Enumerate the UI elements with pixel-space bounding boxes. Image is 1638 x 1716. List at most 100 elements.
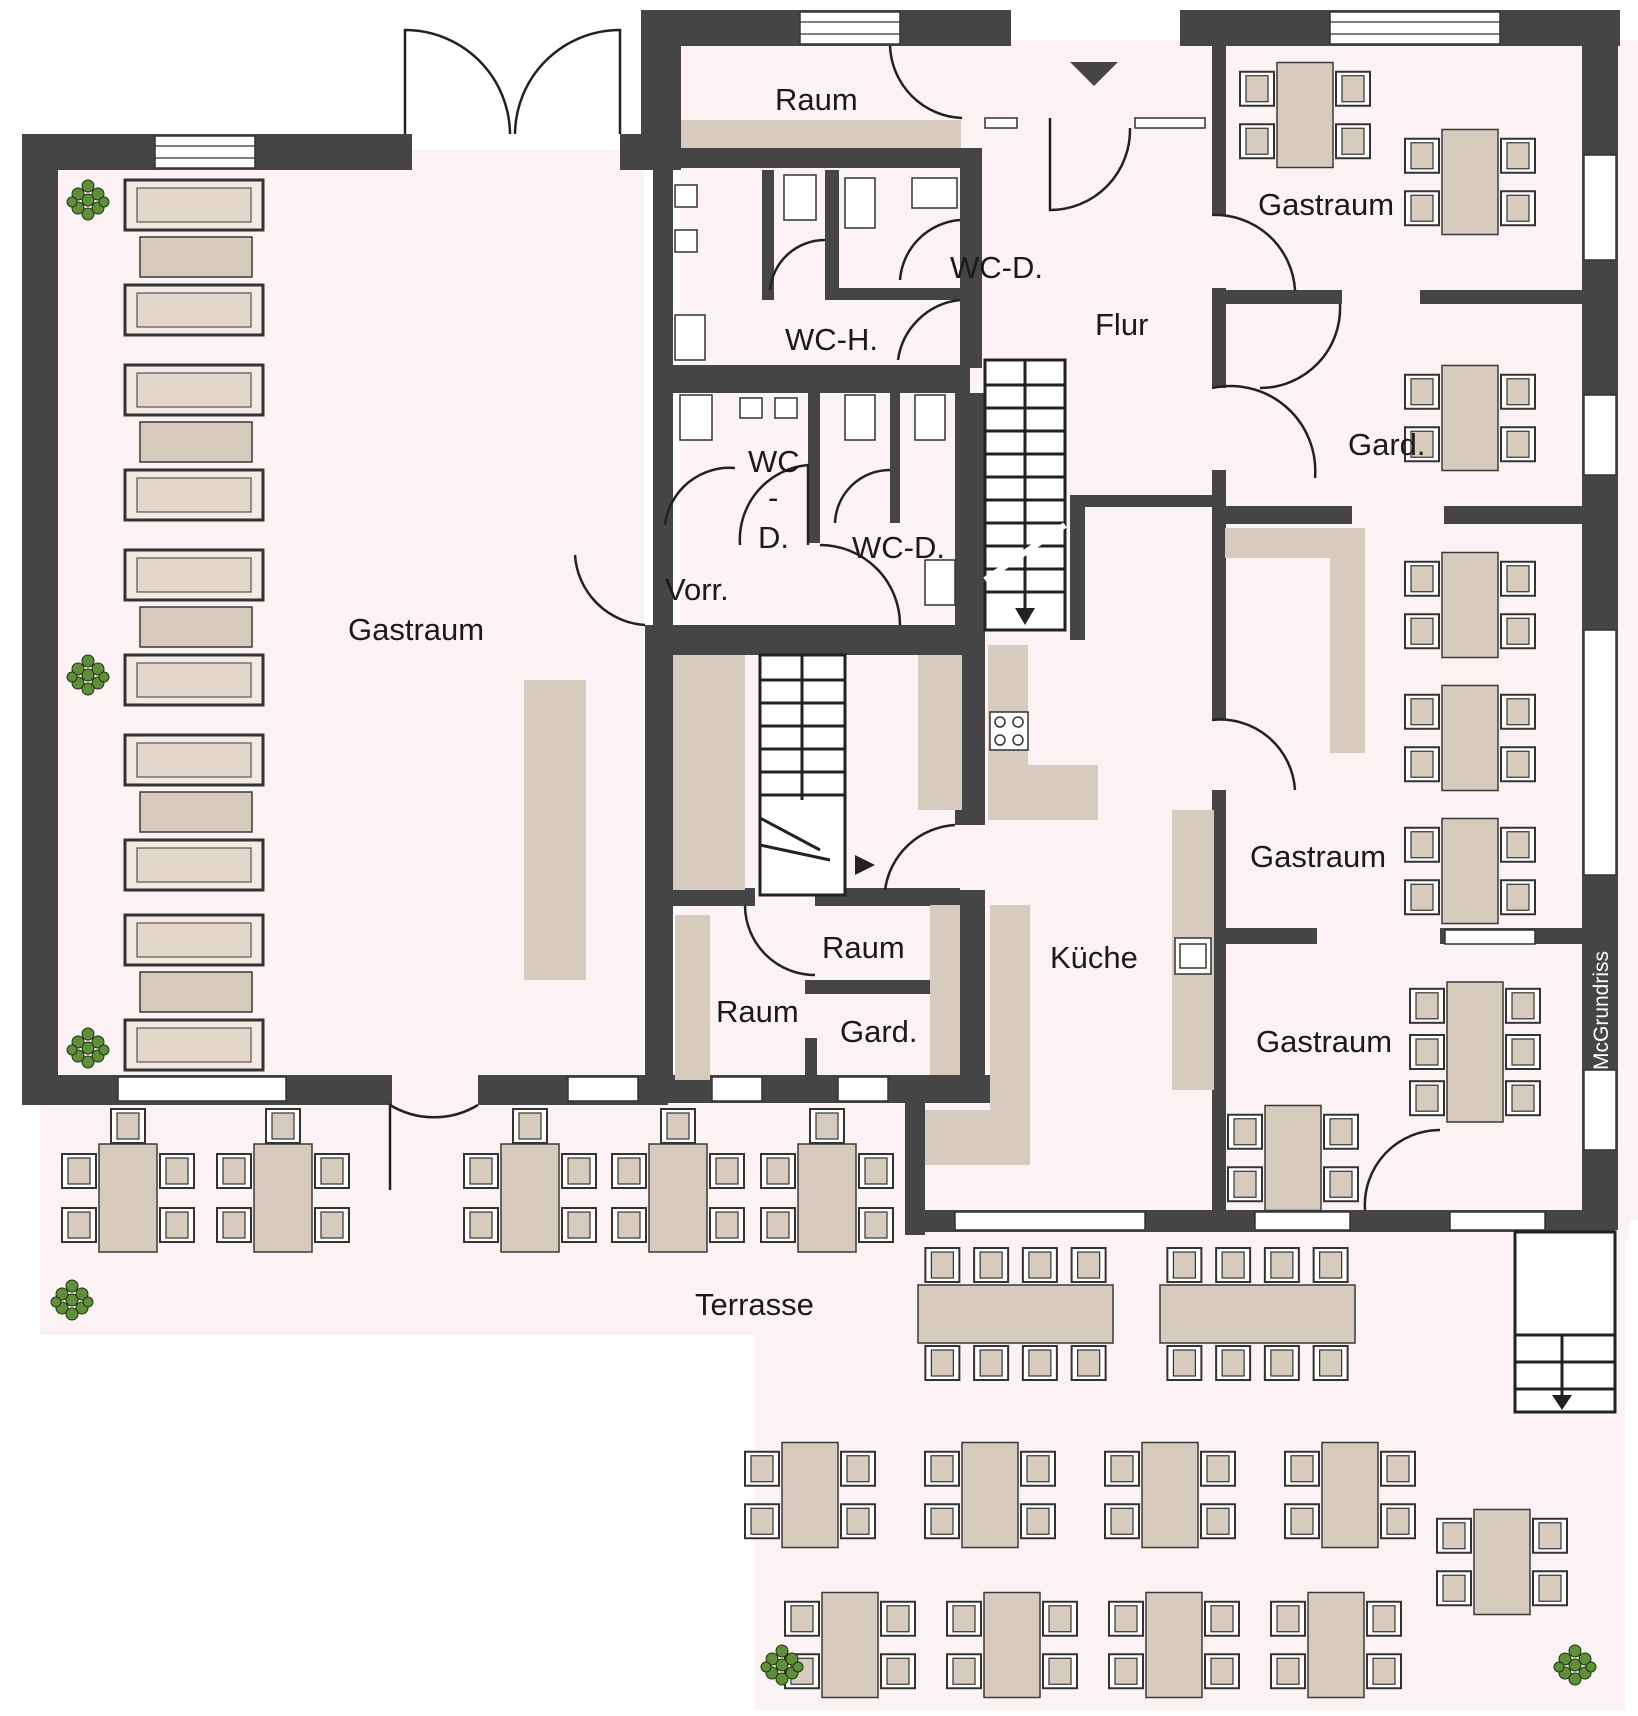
- room-label-raum-mid: Raum: [822, 930, 905, 965]
- chair: [61, 1207, 97, 1243]
- chair: [1104, 1450, 1140, 1487]
- chair: [216, 1153, 252, 1189]
- bench-table: [139, 606, 253, 648]
- chair: [561, 1153, 597, 1189]
- room-label-gastraum-se: Gastraum: [1256, 1024, 1392, 1059]
- chair: [946, 1600, 982, 1637]
- chair: [611, 1207, 647, 1243]
- table: [1441, 817, 1499, 925]
- chair: [1108, 1653, 1144, 1690]
- chair: [1380, 1450, 1416, 1487]
- staircase-middle: [758, 653, 875, 897]
- chair: [1020, 1450, 1056, 1487]
- table: [1441, 364, 1499, 472]
- room-label-gastraum-e: Gastraum: [1250, 839, 1386, 874]
- table: [1321, 1441, 1379, 1549]
- chair: [110, 1108, 146, 1144]
- chair: [1263, 1247, 1300, 1283]
- table: [1264, 1104, 1322, 1212]
- entrance-triangle-icon: [1070, 62, 1118, 86]
- chair: [1505, 987, 1541, 1024]
- chair: [1404, 879, 1440, 916]
- chair: [1404, 613, 1440, 650]
- chair: [314, 1153, 350, 1189]
- room-label-wc-mid-3: D.: [758, 520, 789, 555]
- chair: [512, 1108, 548, 1144]
- chair: [1166, 1345, 1203, 1381]
- table: [1441, 128, 1499, 236]
- chair: [946, 1653, 982, 1690]
- chair: [1020, 1503, 1056, 1540]
- table: [1446, 981, 1504, 1123]
- watermark: McGrundriss: [1590, 951, 1613, 1070]
- chair: [1404, 826, 1440, 863]
- chair: [924, 1503, 960, 1540]
- table: [1141, 1441, 1199, 1549]
- bench-table: [139, 236, 253, 278]
- bench-cushion: [136, 477, 252, 513]
- chair: [660, 1108, 696, 1144]
- table: [98, 1143, 158, 1253]
- chair: [1500, 879, 1536, 916]
- bench-cushion: [136, 922, 252, 958]
- staircase-north: [983, 358, 1067, 632]
- table: [797, 1143, 857, 1253]
- table: [1145, 1591, 1203, 1699]
- room-label-wc-mid-1: WC: [748, 444, 800, 479]
- chair: [1215, 1345, 1252, 1381]
- chair: [1500, 560, 1536, 597]
- chair: [924, 1345, 961, 1381]
- long-table: [1159, 1284, 1356, 1344]
- chair: [1335, 70, 1371, 107]
- chair: [463, 1153, 499, 1189]
- chair: [1108, 1600, 1144, 1637]
- bench-cushion: [136, 847, 252, 883]
- table: [961, 1441, 1019, 1549]
- bench-cushion: [136, 557, 252, 593]
- table: [821, 1591, 879, 1699]
- room-label-gastraum-w: Gastraum: [348, 612, 484, 647]
- bench-cushion: [136, 187, 252, 223]
- room-label-raum-top: Raum: [775, 82, 858, 117]
- chair: [1239, 70, 1275, 107]
- table: [648, 1143, 708, 1253]
- chair: [561, 1207, 597, 1243]
- chair: [1312, 1247, 1349, 1283]
- chair: [1436, 1570, 1472, 1607]
- table: [1276, 61, 1334, 169]
- chair: [1366, 1653, 1402, 1690]
- bench-cushion: [136, 1027, 252, 1063]
- counters: [524, 120, 1365, 1165]
- table: [1441, 684, 1499, 792]
- sanitary-fixtures: [674, 174, 958, 606]
- chair: [1500, 373, 1536, 410]
- chair: [973, 1345, 1010, 1381]
- chair: [880, 1600, 916, 1637]
- chair: [1323, 1113, 1359, 1150]
- room-label-gard-mid: Gard.: [840, 1014, 918, 1049]
- room-label-flur: Flur: [1095, 307, 1148, 342]
- chair: [1404, 746, 1440, 783]
- bench-cushion: [136, 662, 252, 698]
- chair: [1204, 1653, 1240, 1690]
- room-label-gastraum-ne: Gastraum: [1258, 187, 1394, 222]
- chair: [858, 1153, 894, 1189]
- chair: [1500, 613, 1536, 650]
- chair: [216, 1207, 252, 1243]
- room-label-wc-mid-2: -: [768, 480, 778, 515]
- table: [1473, 1508, 1531, 1616]
- chair: [1500, 137, 1536, 174]
- chair: [1239, 123, 1275, 160]
- sink-icon: [1174, 937, 1212, 975]
- chair: [1263, 1345, 1300, 1381]
- bench-table: [139, 791, 253, 833]
- chair: [760, 1207, 796, 1243]
- bench-cushion: [136, 742, 252, 778]
- chair: [1312, 1345, 1349, 1381]
- bench-seating: [123, 178, 265, 1072]
- chair: [924, 1247, 961, 1283]
- chair: [314, 1207, 350, 1243]
- chair: [1404, 190, 1440, 227]
- chair: [858, 1207, 894, 1243]
